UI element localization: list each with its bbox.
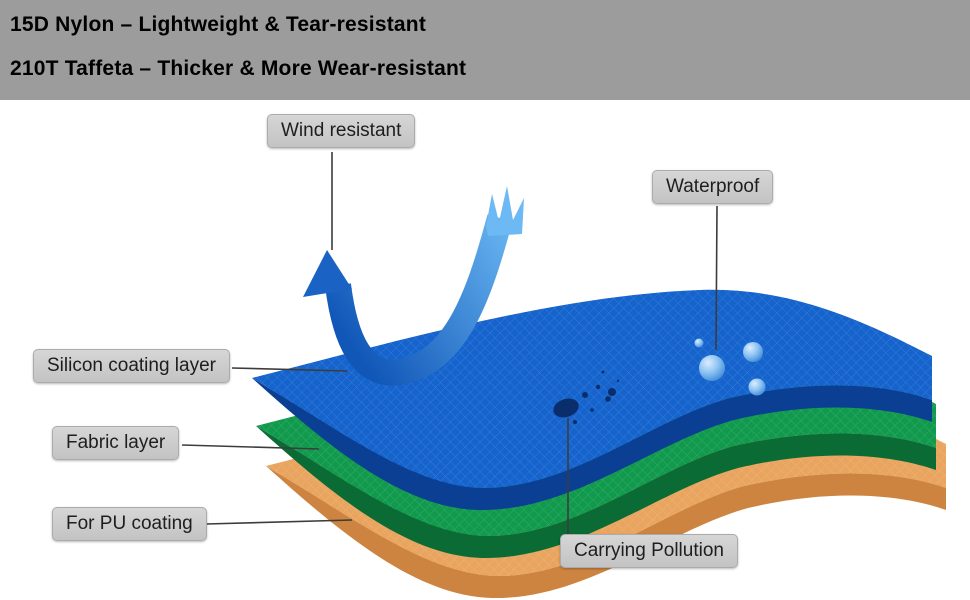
silicon-connector-line xyxy=(231,367,348,372)
waterproof-label: Waterproof xyxy=(652,170,774,204)
water-drop xyxy=(694,338,704,348)
carrying-pollution-label: Carrying Pollution xyxy=(560,534,738,568)
fabric-layers-illustration xyxy=(181,152,946,599)
wind-arrow-icon xyxy=(303,186,524,386)
fabric-connector-line xyxy=(181,444,320,450)
waterproof-connector-line xyxy=(715,205,718,351)
water-drop xyxy=(748,378,766,396)
wind-resistant-label: Wind resistant xyxy=(267,114,416,148)
silicon-coating-label: Silicon coating layer xyxy=(33,349,230,383)
water-droplets-icon xyxy=(694,338,766,396)
pu-connector-line xyxy=(205,519,353,525)
pu-coating-label: For PU coating xyxy=(52,507,207,541)
header-line-15d-nylon: 15D Nylon – Lightweight & Tear-resistant xyxy=(10,13,427,36)
fabric-layer-label: Fabric layer xyxy=(52,426,180,460)
water-drop xyxy=(743,342,763,362)
header-banner: 15D Nylon – Lightweight & Tear-resistant… xyxy=(0,0,970,100)
water-drop xyxy=(699,355,725,381)
header-line-210t-taffeta: 210T Taffeta – Thicker & More Wear-resis… xyxy=(10,57,467,80)
pollution-stain-icon xyxy=(553,370,620,424)
connector-lines xyxy=(181,152,718,534)
